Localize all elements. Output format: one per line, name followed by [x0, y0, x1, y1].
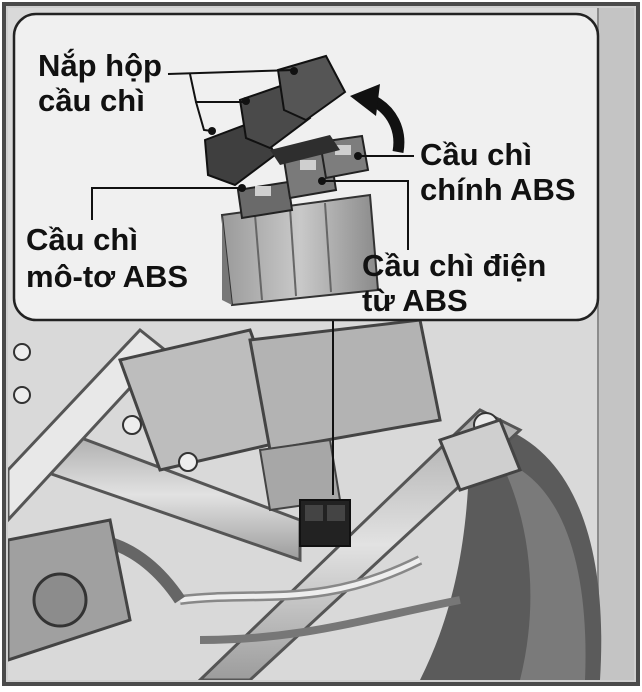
label-cover: Nắp hộp cầu chì: [38, 47, 162, 118]
svg-text:Nắp hộp: Nắp hộp: [38, 47, 162, 83]
svg-text:cầu chì: cầu chì: [38, 83, 145, 118]
svg-text:mô-tơ ABS: mô-tơ ABS: [26, 259, 188, 294]
svg-text:Cầu chì điện: Cầu chì điện: [362, 248, 546, 283]
svg-text:chính ABS: chính ABS: [420, 172, 576, 207]
svg-text:Cầu chì: Cầu chì: [26, 222, 138, 257]
svg-text:từ ABS: từ ABS: [362, 283, 468, 318]
svg-text:Cầu chì: Cầu chì: [420, 137, 532, 172]
